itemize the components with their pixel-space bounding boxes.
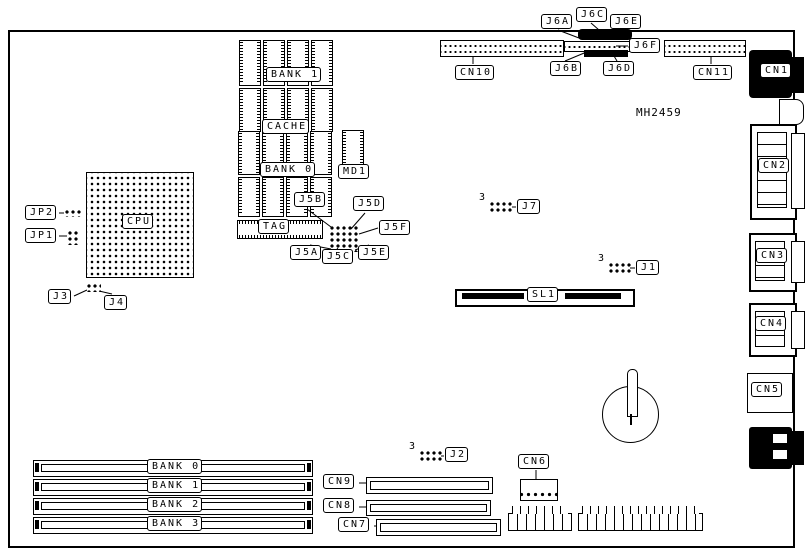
cn11-connector [664, 40, 746, 57]
label-j7: J7 [517, 199, 541, 214]
label-j5c: J5C [322, 249, 354, 264]
cn10-connector [440, 40, 564, 57]
label-mem-bank2: BANK 2 [147, 497, 203, 512]
rear-connector-bottom-tab [791, 431, 804, 465]
j3-j4-jumper [85, 282, 101, 292]
md1-chip [342, 130, 364, 170]
j7-jumper [488, 200, 513, 214]
cn3-port-tab [791, 241, 805, 283]
label-j6d: J6D [603, 61, 635, 76]
j7-pin-number: 3 [479, 192, 486, 204]
cn2-port-tab [791, 133, 805, 209]
label-cn6: CN6 [518, 454, 550, 469]
j1-jumper [607, 261, 631, 274]
j2-pin-number: 3 [409, 441, 416, 453]
cache-chip [310, 131, 332, 175]
label-j2: J2 [445, 447, 469, 462]
label-mem-bank1: BANK 1 [147, 478, 203, 493]
label-cpu: CPU [122, 214, 154, 229]
label-j6a: J6A [541, 14, 573, 29]
cache-chip [238, 131, 260, 175]
label-cn10: CN10 [455, 65, 495, 80]
label-j5e: J5E [358, 245, 390, 260]
label-cn8: CN8 [323, 498, 355, 513]
label-cn7: CN7 [338, 517, 370, 532]
rear-connector-bottom-jack [773, 434, 787, 443]
cache-chip [311, 88, 333, 132]
cn6-connector [520, 479, 558, 501]
label-tag: TAG [258, 219, 290, 234]
label-cn3: CN3 [756, 248, 788, 263]
label-cn2: CN2 [758, 158, 790, 173]
rear-port-stub [779, 99, 804, 125]
jp1-jumper [66, 229, 80, 245]
j2-jumper [418, 449, 442, 463]
label-cache: CACHE [262, 119, 310, 134]
terminal-strip [578, 506, 703, 531]
label-j5f: J5F [379, 220, 411, 235]
label-j3: J3 [48, 289, 72, 304]
cn7-slot [376, 519, 501, 536]
jp2-jumper [63, 208, 81, 217]
cn9-slot [366, 477, 493, 494]
j1-pin-number: 3 [598, 253, 605, 265]
cache-chip [262, 177, 284, 217]
cn8-slot [366, 500, 491, 516]
j5-jumper-block [328, 224, 358, 252]
label-mem-bank0: BANK 0 [147, 459, 203, 474]
battery-clip [627, 369, 638, 417]
label-j5b: J5B [294, 192, 326, 207]
label-md1: MD1 [338, 164, 370, 179]
part-number: MH2459 [636, 106, 682, 119]
label-j5a: J5A [290, 245, 322, 260]
label-jp1: JP1 [25, 228, 57, 243]
label-cache-bank1: BANK 1 [266, 67, 322, 82]
label-j6c: J6C [576, 7, 608, 22]
label-cn11: CN11 [693, 65, 733, 80]
cn4-port-tab [791, 311, 805, 349]
label-j1: J1 [636, 260, 660, 275]
label-j6e: J6E [610, 14, 642, 29]
label-cn1: CN1 [760, 63, 792, 78]
battery-clip-tip [630, 414, 632, 425]
label-cn9: CN9 [323, 474, 355, 489]
label-cache-bank0: BANK 0 [260, 162, 316, 177]
j6-connector-bottom [584, 50, 628, 57]
label-j4: J4 [104, 295, 128, 310]
cache-chip [238, 177, 260, 217]
label-j6b: J6B [550, 61, 582, 76]
cn1-port-tab [791, 57, 804, 93]
cache-chip [239, 88, 261, 132]
label-j5d: J5D [353, 196, 385, 211]
j6-connector-top [578, 29, 632, 40]
cache-chip [239, 40, 261, 86]
rear-connector-bottom-jack [773, 450, 787, 459]
label-cn4: CN4 [755, 316, 787, 331]
label-jp2: JP2 [25, 205, 57, 220]
label-mem-bank3: BANK 3 [147, 516, 203, 531]
terminal-strip [508, 506, 572, 531]
label-j6f: J6F [629, 38, 661, 53]
label-sl1: SL1 [527, 287, 559, 302]
label-cn5: CN5 [751, 382, 783, 397]
